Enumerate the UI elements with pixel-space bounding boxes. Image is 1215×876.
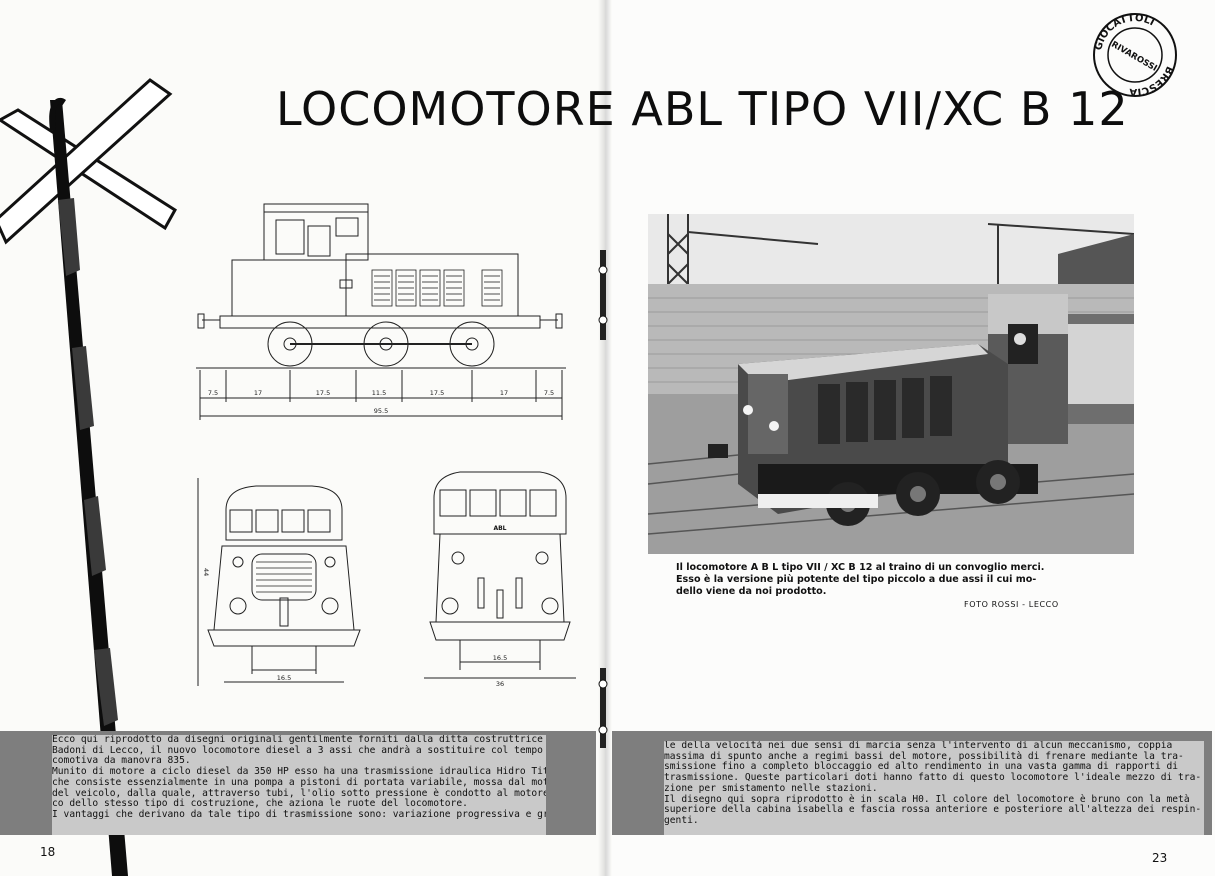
dim-rear-axle: 16.5 <box>493 654 507 662</box>
page-number-left: 18 <box>40 845 56 859</box>
body-text-left: Ecco qui riprodotto da disegni originali… <box>52 735 546 835</box>
body-line: co dello stesso tipo di costruzione, che… <box>52 798 468 810</box>
caption-line: Il locomotore A B L tipo VII / XC B 12 a… <box>676 562 1045 573</box>
page-gutter <box>598 0 612 876</box>
rear-abl-logo: ABL <box>493 525 506 532</box>
railway-crossing-sign-illustration <box>0 78 177 876</box>
rear-elevation-drawing: ABL 16.5 36 <box>424 471 576 688</box>
body-line: Munito di motore a ciclo diesel da 350 H… <box>52 766 546 778</box>
page-number-right: 23 <box>1152 851 1168 865</box>
dim-side-4: 11.5 <box>372 389 386 397</box>
body-line: genti. <box>664 814 699 826</box>
dim-rear-width: 36 <box>496 680 504 688</box>
body-line: smissione fino a completo bloccaggio ed … <box>664 761 1179 773</box>
dim-side-total: 95.5 <box>374 407 388 415</box>
body-line: superiore della cabina isabella e fascia… <box>664 804 1202 816</box>
body-line: Il disegno qui sopra riprodotto è in sca… <box>664 793 1190 805</box>
body-line: massima di spunto anche a regimi bassi d… <box>664 750 1184 762</box>
locomotive-photo <box>648 214 1134 554</box>
body-line: zione per smistamento nelle stazioni. <box>664 782 878 794</box>
dim-front-width: 16.5 <box>277 674 291 682</box>
body-line: Ecco qui riprodotto da disegni originali… <box>52 735 546 745</box>
dim-side-5: 17.5 <box>430 389 444 397</box>
body-line: che consiste essenzialmente in una pompa… <box>52 776 546 788</box>
dim-side-1: 7.5 <box>208 389 218 397</box>
stamp-center-text: RIVAROSSI <box>1109 40 1158 74</box>
body-line: trasmissione. Queste particolari doti ha… <box>664 772 1202 784</box>
dim-side-7: 7.5 <box>544 389 554 397</box>
staple-clip-icon <box>598 668 608 748</box>
dim-side-6: 17 <box>500 389 508 397</box>
dim-side-2: 17 <box>254 389 262 397</box>
body-text-right: le della velocità nei due sensi di marci… <box>664 741 1204 835</box>
body-line: Badoni di Lecco, il nuovo locomotore die… <box>52 744 546 756</box>
dim-front-height: 44 <box>202 568 210 576</box>
caption-line: dello viene da noi prodotto. <box>676 586 827 597</box>
staple-clip-icon <box>598 250 608 340</box>
dim-side-3: 17.5 <box>316 389 330 397</box>
body-line: le della velocità nei due sensi di marci… <box>664 741 1173 751</box>
body-line: I vantaggi che derivano da tale tipo di … <box>52 808 546 820</box>
article-title: LOCOMOTORE ABL TIPO VII/XC B 12 <box>276 82 1129 136</box>
body-line: comotiva da manovra 835. <box>52 755 191 767</box>
body-line: del veicolo, dalla quale, attraverso tub… <box>52 787 546 799</box>
photo-caption: Il locomotore A B L tipo VII / XC B 12 a… <box>676 562 1096 598</box>
dealer-stamp: GIOCATTOLI BRESCIA RIVAROSSI <box>1093 13 1177 97</box>
front-elevation-drawing: 44 16.5 <box>197 478 361 686</box>
photo-credit: FOTO ROSSI - LECCO <box>964 600 1059 609</box>
side-elevation-drawing: 7.5 17 17.5 11.5 17.5 17 7.5 95.5 <box>196 203 566 420</box>
caption-line: Esso è la versione più potente del tipo … <box>676 574 1037 585</box>
